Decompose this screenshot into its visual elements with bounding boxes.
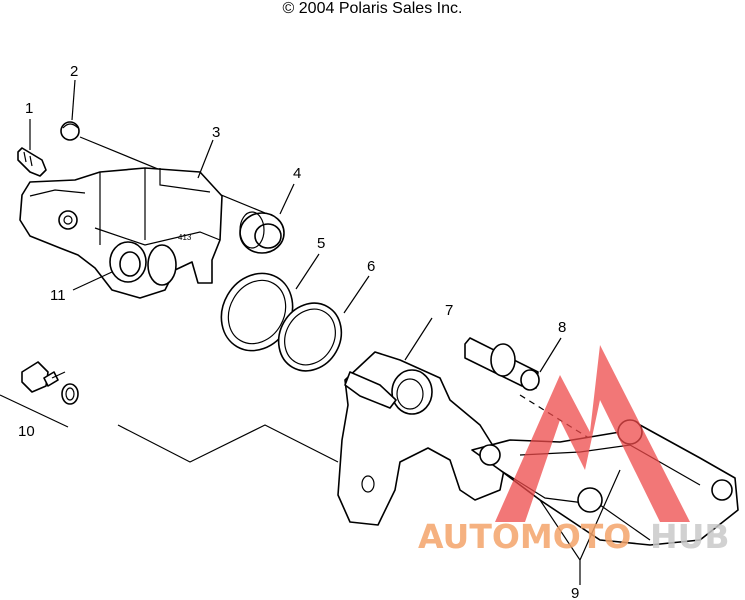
callout-8: 8 (558, 319, 566, 336)
callout-2: 2 (70, 63, 78, 80)
bleeder-cap (60, 121, 80, 141)
watermark-text-part2: HUB (650, 517, 730, 556)
callout-5: 5 (317, 235, 325, 252)
leader-lines (29, 79, 621, 585)
callout-labels: 1 2 3 4 5 6 7 8 9 10 11 (18, 63, 579, 600)
watermark-text-part1: AUTOMOTO (418, 517, 631, 556)
callout-9: 9 (571, 585, 579, 600)
callout-10: 10 (18, 423, 35, 440)
callout-3: 3 (212, 124, 220, 141)
caliper-piston-seal (109, 241, 177, 286)
washer (61, 383, 79, 405)
callout-11: 11 (50, 287, 66, 304)
dust-seal-ring (277, 302, 343, 372)
svg-text:413: 413 (178, 233, 192, 242)
copyright-text: © 2004 Polaris Sales Inc. (282, 0, 463, 17)
square-seal-ring (220, 272, 294, 352)
piston (239, 211, 285, 254)
callout-1: 1 (25, 100, 33, 117)
callout-6: 6 (367, 258, 375, 275)
caliper-bracket (337, 351, 506, 526)
callout-4: 4 (293, 165, 301, 182)
mounting-bolt (21, 361, 59, 393)
watermark-logo-icon (495, 345, 690, 522)
watermark-text: AUTOMOTO HUB (418, 517, 730, 556)
callout-7: 7 (445, 302, 453, 319)
bracket-pin (464, 337, 540, 391)
bleeder-screw (17, 147, 47, 177)
